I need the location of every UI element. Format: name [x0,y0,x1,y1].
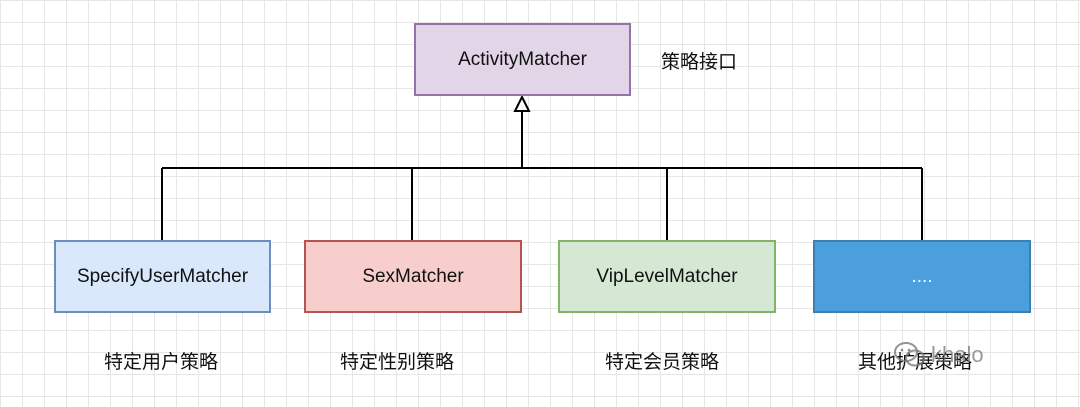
interface-box: ActivityMatcher [414,23,631,96]
watermark-text: khalo [931,342,984,367]
interface-name: ActivityMatcher [458,48,587,70]
impl-label-specify-user: 特定用户策略 [104,351,219,373]
impl-box-sex: SexMatcher [304,240,522,313]
impl-name: SpecifyUserMatcher [76,265,249,287]
impl-name: VipLevelMatcher [596,265,738,287]
impl-label-other: 其他扩展策略 [858,351,973,373]
impl-label-vip-level: 特定会员策略 [605,351,720,373]
watermark: khalo [893,340,984,370]
impl-box-vip-level: VipLevelMatcher [558,240,776,313]
impl-box-other: .... [813,240,1031,313]
wechat-icon [894,342,925,367]
impl-box-specify-user: SpecifyUserMatcher [54,240,271,313]
inheritance-arrowhead [513,94,531,112]
impl-name: .... [911,265,933,287]
impl-label-sex: 特定性别策略 [340,351,455,373]
interface-label: 策略接口 [661,51,738,73]
impl-name: SexMatcher [362,265,464,287]
